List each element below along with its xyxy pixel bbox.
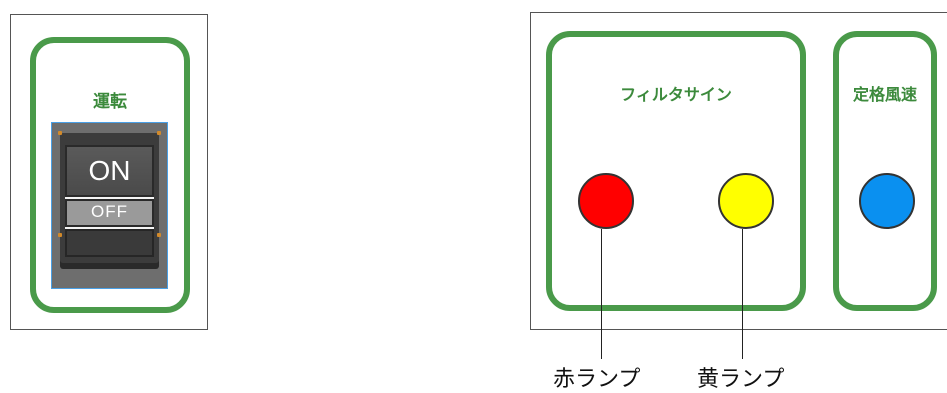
corner-marker xyxy=(58,131,62,135)
red-lamp-leader-line xyxy=(601,229,602,359)
operation-switch-frame: 運転 ON OFF xyxy=(30,37,190,313)
switch-divider xyxy=(65,227,154,229)
corner-marker xyxy=(58,233,62,237)
corner-marker xyxy=(157,233,161,237)
switch-on-side[interactable]: ON xyxy=(65,145,154,197)
switch-divider xyxy=(65,197,154,199)
switch-lower-face xyxy=(65,229,154,257)
operation-switch-panel: 運転 ON OFF xyxy=(10,14,208,330)
red-lamp xyxy=(578,173,634,229)
yellow-lamp xyxy=(718,173,774,229)
rocker-switch[interactable]: ON OFF xyxy=(58,131,161,263)
blue-lamp xyxy=(859,173,915,229)
rated-speed-label: 定格風速 xyxy=(852,85,917,104)
operation-label: 運転 xyxy=(93,92,127,112)
rated-speed-frame: 定格風速 xyxy=(833,31,937,311)
corner-marker xyxy=(157,131,161,135)
indicator-lamp-panel: フィルタサイン 定格風速 xyxy=(530,12,947,330)
switch-off-side[interactable]: OFF xyxy=(65,199,154,227)
red-lamp-caption: 赤ランプ xyxy=(553,367,641,392)
yellow-lamp-leader-line xyxy=(742,229,743,359)
filter-sign-label: フィルタサイン xyxy=(620,85,732,104)
rocker-switch-housing: ON OFF xyxy=(51,122,168,289)
filter-sign-frame: フィルタサイン xyxy=(546,31,806,311)
yellow-lamp-caption: 黄ランプ xyxy=(697,367,785,392)
